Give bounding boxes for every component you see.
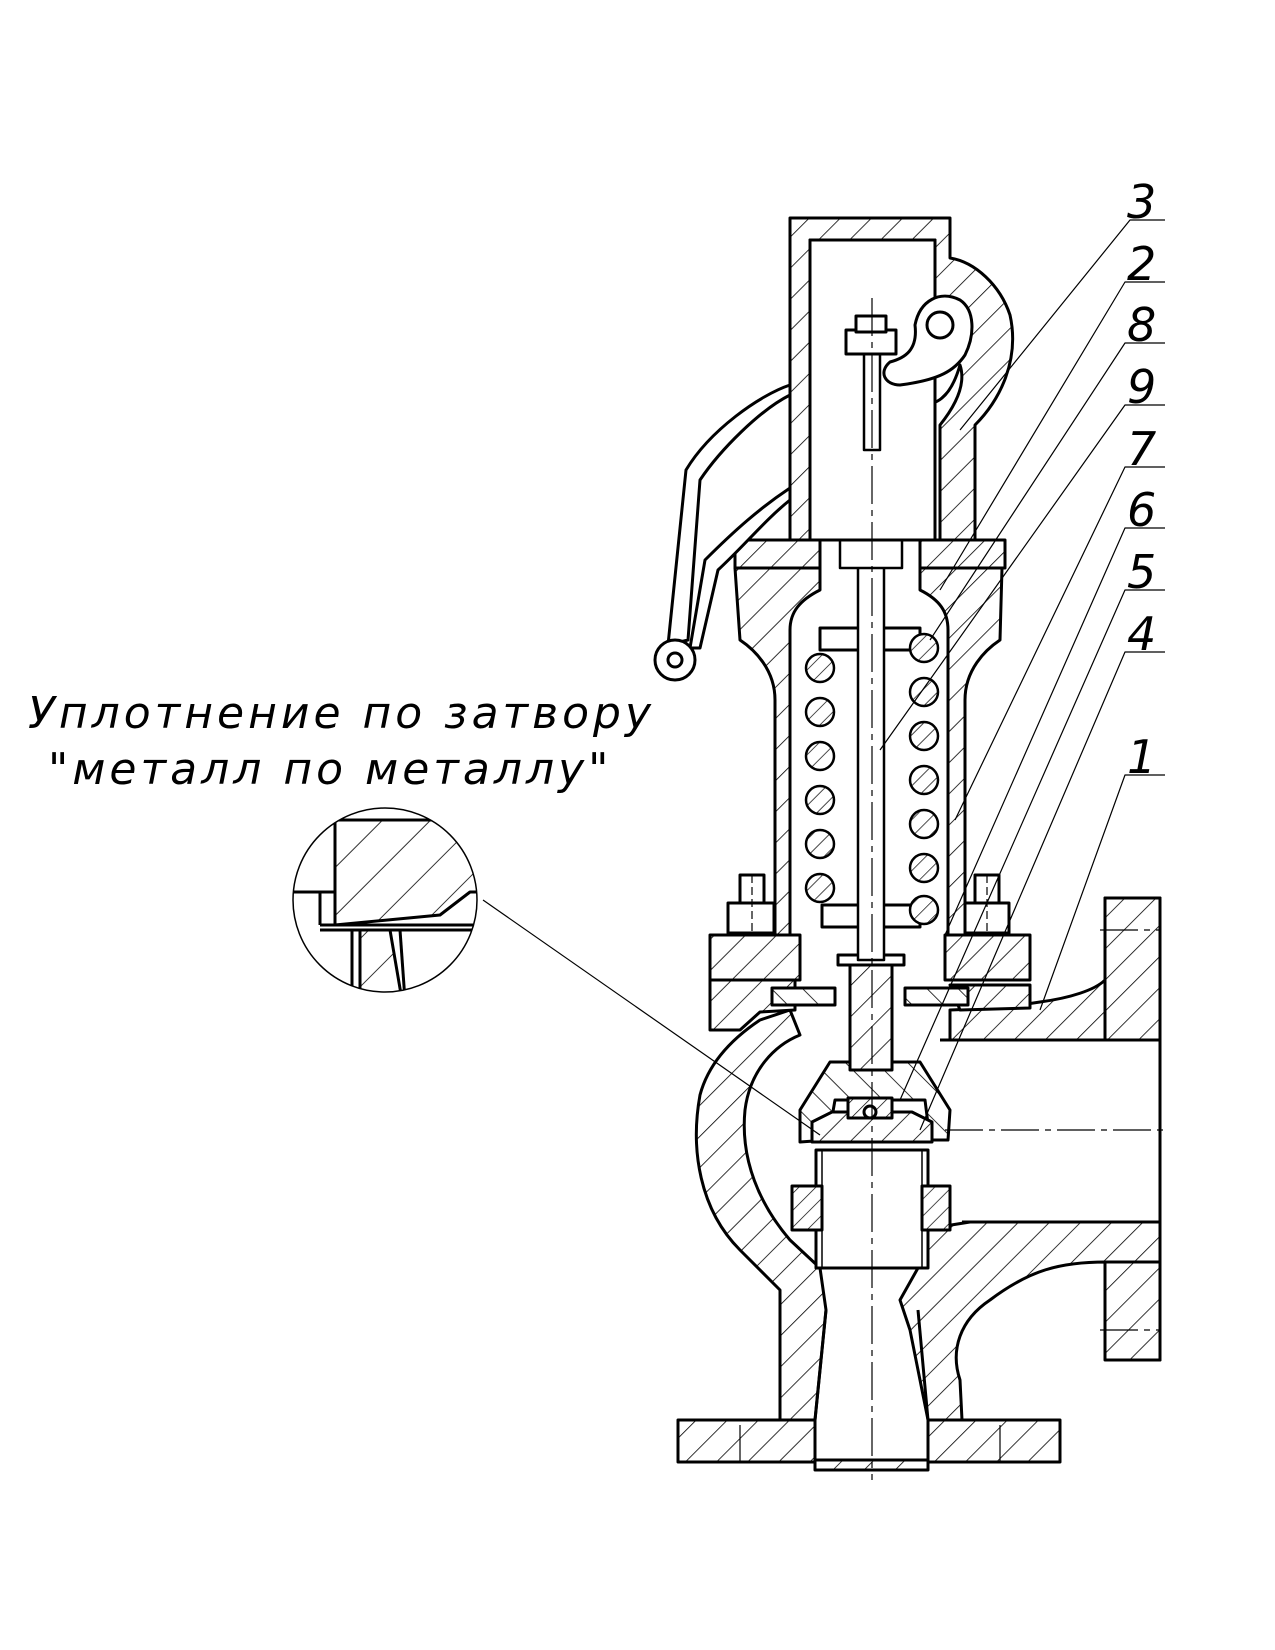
guide-flange bbox=[708, 933, 1032, 1007]
inlet-bore bbox=[813, 1309, 930, 1462]
callout-leaders bbox=[482, 219, 1165, 1136]
spring-coils-right bbox=[908, 632, 940, 926]
body-left-wall bbox=[694, 1008, 828, 1422]
bonnet-right-wall bbox=[918, 566, 1004, 937]
stud-right bbox=[961, 873, 1011, 935]
top-nut bbox=[844, 328, 898, 356]
guide-sleeve bbox=[848, 953, 894, 1072]
callout-1: 1 bbox=[1127, 730, 1156, 784]
bonnet-left-wall bbox=[733, 566, 822, 937]
callout-7: 7 bbox=[1127, 422, 1156, 476]
spring-coils-left bbox=[804, 652, 836, 904]
callout-3: 3 bbox=[1127, 175, 1156, 229]
callout-2: 2 bbox=[1127, 237, 1156, 291]
callout-8: 8 bbox=[1127, 298, 1156, 352]
callout-labels: 3 2 8 9 7 6 5 4 1 bbox=[1127, 175, 1156, 784]
center-lines bbox=[739, 298, 1165, 1480]
inlet-flange bbox=[676, 1418, 1062, 1472]
cam-pin bbox=[925, 310, 955, 340]
disc-ball bbox=[862, 1104, 878, 1120]
nozzle bbox=[790, 1148, 952, 1270]
callout-5: 5 bbox=[1127, 545, 1156, 599]
spring bbox=[804, 626, 940, 929]
seal-caption-line2: "металл по металлу" bbox=[48, 744, 613, 795]
nozzle-thread-left bbox=[790, 1184, 824, 1232]
stud-left bbox=[726, 873, 776, 935]
cap bbox=[788, 216, 1015, 542]
outlet-bore bbox=[940, 1038, 1105, 1224]
callout-9: 9 bbox=[1127, 360, 1156, 414]
detail-view bbox=[292, 807, 478, 993]
callout-6: 6 bbox=[1127, 483, 1156, 537]
nozzle-thread-right bbox=[920, 1184, 952, 1232]
outlet-flange bbox=[1103, 896, 1162, 1362]
lever-handle bbox=[653, 383, 792, 682]
seal-caption-line1: Уплотнение по затвору bbox=[28, 688, 655, 739]
callout-4: 4 bbox=[1127, 607, 1156, 661]
bonnet bbox=[733, 538, 1007, 937]
valve-body bbox=[676, 896, 1162, 1472]
detail-circle-outline bbox=[292, 807, 478, 993]
detail-disc bbox=[333, 818, 477, 927]
